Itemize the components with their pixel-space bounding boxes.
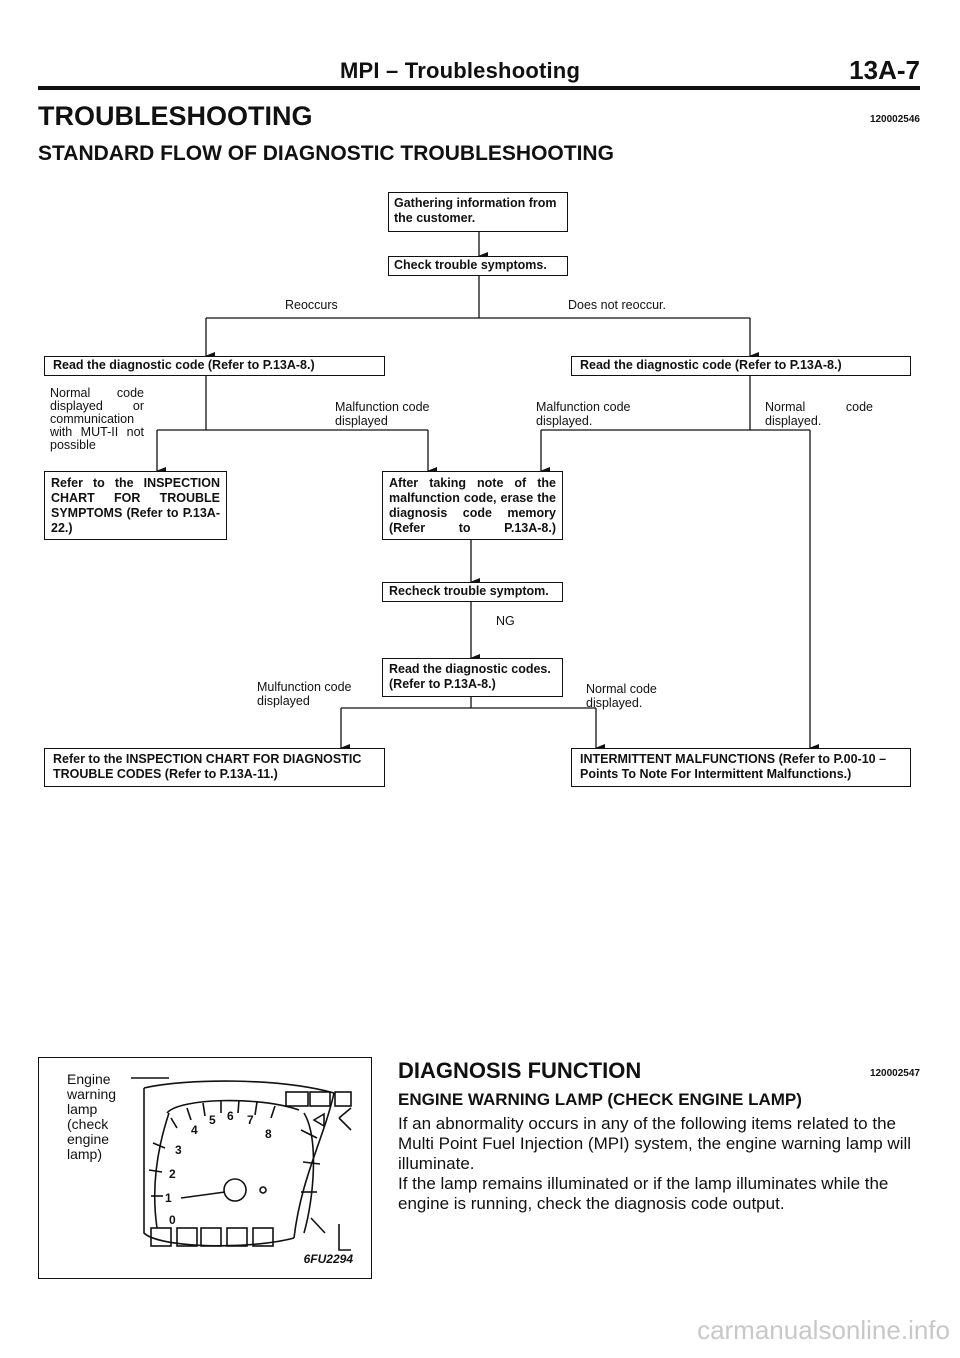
engine-warning-lamp-subtitle: ENGINE WARNING LAMP (CHECK ENGINE LAMP): [398, 1090, 802, 1109]
figure-code: 6FU2294: [303, 1252, 353, 1266]
section-code: 120002546: [869, 114, 920, 125]
gauge-number-7: 7: [247, 1113, 254, 1127]
ng-label: NG: [496, 614, 515, 628]
read-codes-box: Read the diagnostic codes. (Refer to P.1…: [382, 658, 563, 697]
diagnosis-paragraph-2: If the lamp remains illuminated or if th…: [398, 1174, 889, 1213]
intermittent-malfunctions-box: INTERMITTENT MALFUNCTIONS (Refer to P.00…: [571, 748, 911, 787]
read-code-right-box: Read the diagnostic code (Refer to P.13A…: [571, 356, 911, 376]
section-title: TROUBLESHOOTING: [38, 101, 313, 131]
diagnosis-paragraph-1: If an abnormality occurs in any of the f…: [398, 1114, 912, 1173]
page-header-title: MPI – Troubleshooting: [340, 58, 581, 83]
normal-code-bottom-label: Normal code displayed.: [586, 682, 657, 710]
gauge-number-8: 8: [265, 1127, 272, 1141]
instrument-cluster-drawing: 0 1 2 3 4 5 6 7 8: [131, 1077, 352, 1251]
gauge-number-3: 3: [175, 1143, 182, 1157]
page-number: 13A-7: [849, 55, 920, 85]
gauge-number-5: 5: [209, 1113, 216, 1127]
malfunction-left-label: Malfunction code displayed: [335, 400, 430, 428]
reoccurs-label: Reoccurs: [285, 298, 338, 312]
inspection-chart-symptoms-box: Refer to the INSPECTION CHART FOR TROUBL…: [44, 471, 227, 540]
watermark: carmanualsonline.info: [697, 1315, 950, 1345]
gauge-number-1: 1: [165, 1191, 172, 1205]
diagnosis-code: 120002547: [869, 1068, 920, 1079]
subsection-title: STANDARD FLOW OF DIAGNOSTIC TROUBLESHOOT…: [38, 142, 614, 165]
diagnosis-body: If an abnormality occurs in any of the f…: [398, 1114, 916, 1214]
normal-code-communication-label: Normal code displayed or communication w…: [50, 386, 144, 452]
does-not-reoccur-label: Does not reoccur.: [568, 298, 666, 312]
gauge-number-2: 2: [169, 1167, 176, 1181]
flowchart-connectors: [156, 232, 819, 752]
gauge-number-0: 0: [169, 1213, 176, 1227]
diagnosis-title: DIAGNOSIS FUNCTION: [398, 1058, 642, 1083]
after-note-erase-box: After taking note of the malfunction cod…: [382, 471, 563, 540]
mulfunction-label: Mulfunction code displayed: [257, 680, 352, 708]
engine-warning-lamp-label: Engine warning lamp (check engine lamp): [67, 1071, 117, 1162]
malfunction-right-label: Malfunction code displayed.: [536, 400, 631, 428]
inspection-chart-codes-box: Refer to the INSPECTION CHART FOR DIAGNO…: [44, 748, 385, 787]
instrument-cluster-figure: Engine warning lamp (check engine lamp): [38, 1057, 372, 1279]
read-code-left-box: Read the diagnostic code (Refer to P.13A…: [44, 356, 385, 376]
header-rule: [38, 86, 920, 90]
normal-code-right-label: Normal code displayed.: [765, 400, 873, 428]
check-symptoms-box: Check trouble symptoms.: [388, 256, 568, 276]
gauge-number-4: 4: [191, 1123, 198, 1137]
recheck-symptom-box: Recheck trouble symptom.: [382, 582, 563, 602]
gauge-number-6: 6: [227, 1109, 234, 1123]
gather-information-box: Gathering information from the customer.: [388, 192, 568, 232]
